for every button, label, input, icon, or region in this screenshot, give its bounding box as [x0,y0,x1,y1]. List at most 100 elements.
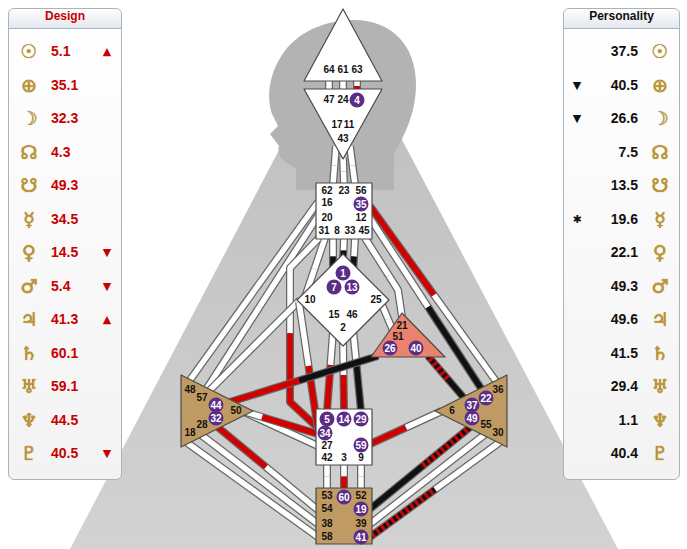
direction-arrow: ▼ [573,78,581,91]
activation-panel: Personality37.5☉▼40.5⊕▼26.6☽7.5☊13.5☋✱19… [563,8,680,480]
channel [361,463,362,490]
active-gate-number: 41 [354,530,369,545]
direction-arrow: ▼ [103,447,111,460]
channel [370,218,486,396]
gate-number: 54 [321,503,332,515]
direction-arrow: ▲ [103,45,111,58]
gate-number: 63 [351,64,362,76]
gate-number: 48 [184,384,195,396]
active-gate-number: 40 [409,341,424,356]
energy-center: 536052541938395841 [315,487,373,545]
gate-line-number: 32.3 [51,110,78,126]
gate-number: 31 [318,225,329,237]
active-gate-number: 59 [354,438,369,453]
energy-center: 3622376495530 [434,374,508,448]
gate-number: 45 [358,225,369,237]
active-gate-number: 34 [318,426,333,441]
channel-half [335,146,337,166]
planet-symbol: ♅ [20,375,37,397]
active-gate-number: 26 [383,341,398,356]
energy-center: 622356163520123183345 [315,182,373,240]
direction-arrow: ▼ [103,279,111,292]
planet-symbol: ⊕ [652,74,668,96]
gate-number: 9 [358,452,364,464]
planet-symbol: ♂ [651,275,668,297]
gate-line-number: 60.1 [51,345,78,361]
center-outline [304,89,382,159]
channel-half [357,365,362,411]
gate-number: 43 [337,133,348,145]
gate-number: 2 [340,322,346,334]
planet-symbol: ♅ [651,375,668,397]
channel-half [340,158,346,172]
direction-arrow: ▼ [573,112,581,125]
channel-casing [370,442,500,537]
channel-casing [350,146,355,185]
active-gate-number: 22 [479,391,494,406]
gate-line-number: 4.3 [51,144,70,160]
gate-number: 33 [344,225,355,237]
gate-number: 18 [184,427,195,439]
channel-half [370,206,434,295]
planet-symbol: ☿ [654,208,666,230]
gate-number: 25 [370,294,381,306]
planet-symbol: ♄ [651,342,668,364]
center-outline [316,183,372,239]
active-gate-number: 19 [354,502,369,517]
channel-half [330,238,336,257]
gate-number: 38 [321,518,332,530]
channel [343,158,344,185]
channel-half [370,490,435,538]
channel [333,146,336,185]
gate-number: 30 [492,427,503,439]
channel-half [266,467,318,510]
active-gate-number: 60 [337,490,352,505]
gate-line-number: 29.4 [611,378,638,394]
channel-half [389,276,402,317]
planet-symbol: ☿ [23,208,35,230]
center-outline [435,375,507,447]
channel [370,206,498,384]
planet-symbol: ♆ [651,409,668,431]
channel-casing [200,434,318,524]
gate-number: 56 [355,185,366,197]
gate-number: 10 [304,294,315,306]
channel-half [370,428,406,445]
gate-line-number: 19.6 [611,211,638,227]
planet-symbol: ♀ [22,241,36,263]
center-outline [371,313,445,357]
channel-casing [333,146,336,185]
gate-line-number: 40.4 [611,445,638,461]
channel-half [262,417,318,434]
gate-number: 52 [355,490,366,502]
gate-number: 58 [321,531,332,543]
gate-number: 16 [321,197,332,209]
channel-casing [299,302,318,430]
channel-half [428,356,449,381]
channel-casing [357,463,365,490]
gate-number: 50 [230,405,241,417]
active-gate-number: 4 [350,93,365,108]
gate-line-number: 1.1 [619,412,638,428]
planet-symbol: ☉ [20,40,37,62]
channel-casing [202,216,318,396]
gate-line-number: 5.1 [51,43,70,59]
channel-half [435,442,500,490]
channel-casing [190,202,318,380]
gate-line-number: 13.5 [611,177,638,193]
channel-half [406,411,442,428]
gate-number: 11 [344,119,355,131]
gate-line-number: 44.5 [51,412,78,428]
channel [350,146,355,185]
planet-symbol: ☽ [20,107,37,129]
gate-line-number: 41.3 [51,311,78,327]
gate-number: 36 [492,384,503,396]
channel-half [333,166,335,186]
active-gate-number: 1 [336,266,351,281]
channel-half [251,300,300,349]
gate-line-number: 37.5 [611,43,638,59]
active-gate-number: 49 [465,411,480,426]
body-triangle [70,28,618,549]
channel-casing [343,339,344,411]
